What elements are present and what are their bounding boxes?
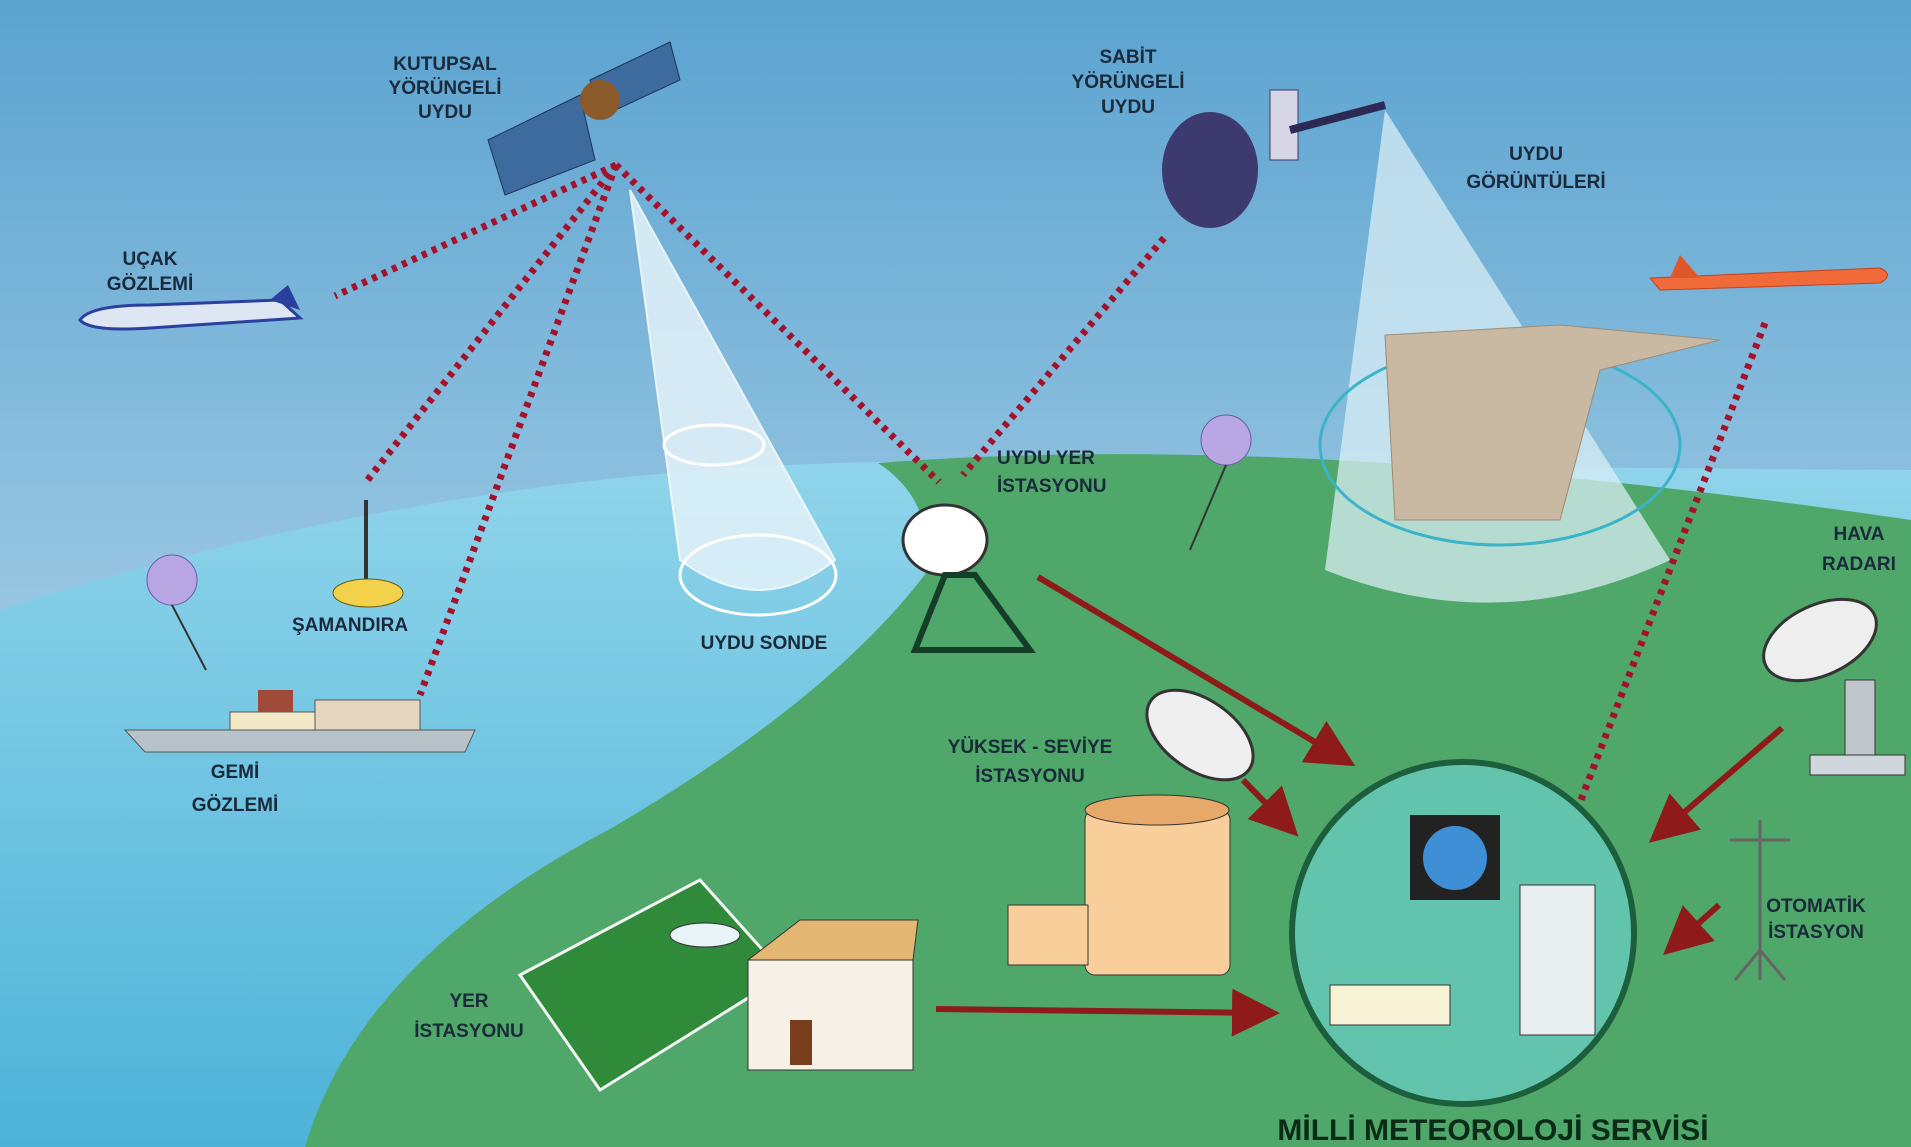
label-geo-satellite: SABİT YÖRÜNGELİ UYDU [1072, 47, 1185, 118]
balloon-icon [146, 554, 198, 606]
svg-text:İSTASYON: İSTASYON [1768, 922, 1864, 943]
svg-text:YÖRÜNGELİ: YÖRÜNGELİ [389, 78, 502, 99]
label-ground-station: YER İSTASYONU [414, 991, 523, 1042]
cloud [1384, 324, 1721, 521]
ship-icon [123, 690, 476, 753]
label-automatic-station: OTOMATİK İSTASYON [1766, 896, 1866, 943]
svg-text:İSTASYONU: İSTASYONU [997, 476, 1106, 497]
sounder-ring [678, 533, 838, 617]
svg-text:UYDU YER: UYDU YER [997, 448, 1095, 469]
sounder-ring [662, 423, 766, 467]
svg-text:GÖRÜNTÜLERİ: GÖRÜNTÜLERİ [1466, 172, 1605, 193]
label-aircraft-obs: UÇAK GÖZLEMİ [107, 249, 194, 295]
label-weather-radar: HAVA RADARI [1822, 524, 1896, 575]
polar-satellite-icon [487, 41, 681, 196]
svg-text:İSTASYONU: İSTASYONU [414, 1021, 523, 1042]
svg-text:SABİT: SABİT [1100, 47, 1157, 68]
label-satellite-sounder: UYDU SONDE [701, 633, 828, 654]
label-satellite-images: UYDU GÖRÜNTÜLERİ [1466, 144, 1605, 193]
diagram-title: MİLLİ METEOROLOJİ SERVİSİ [1277, 1114, 1708, 1147]
geo-satellite-icon [1162, 89, 1387, 228]
buoy-icon [332, 500, 404, 608]
aircraft-left-icon [78, 285, 304, 331]
svg-text:UYDU: UYDU [1101, 97, 1155, 118]
balloon-icon [1200, 414, 1252, 466]
aircraft-right-icon [1648, 255, 1888, 291]
svg-text:UYDU: UYDU [418, 102, 472, 123]
svg-text:KUTUPSAL: KUTUPSAL [393, 54, 497, 75]
svg-text:OTOMATİK: OTOMATİK [1766, 896, 1866, 917]
satellite-ground-station-icon [901, 503, 1036, 653]
data-links [333, 161, 1769, 807]
report-arrows [935, 574, 1784, 1037]
svg-text:RADARI: RADARI [1822, 554, 1896, 575]
svg-text:UYDU: UYDU [1509, 144, 1563, 165]
svg-text:GEMİ: GEMİ [211, 762, 260, 783]
automatic-station-icon [1730, 820, 1790, 981]
label-polar-satellite: KUTUPSAL YÖRÜNGELİ UYDU [389, 54, 502, 123]
label-upper-air-station: YÜKSEK - SEVİYE İSTASYONU [948, 737, 1113, 787]
svg-text:İSTASYONU: İSTASYONU [975, 766, 1084, 787]
upper-air-station-icon [1007, 688, 1255, 976]
svg-text:HAVA: HAVA [1833, 524, 1884, 545]
svg-text:GÖZLEMİ: GÖZLEMİ [107, 274, 194, 295]
ground-station-icon [517, 878, 919, 1093]
label-buoy: ŞAMANDIRA [292, 615, 408, 636]
label-ship-obs: GEMİ GÖZLEMİ [192, 762, 279, 816]
weather-radar-icon [1762, 597, 1906, 776]
sounder-beam [629, 189, 837, 591]
meteorological-service-center-icon [1289, 759, 1637, 1107]
svg-text:YER: YER [449, 991, 488, 1012]
svg-text:GÖZLEMİ: GÖZLEMİ [192, 795, 279, 816]
svg-text:YÜKSEK - SEVİYE: YÜKSEK - SEVİYE [948, 737, 1113, 758]
svg-text:YÖRÜNGELİ: YÖRÜNGELİ [1072, 72, 1185, 93]
label-satellite-ground-station: UYDU YER İSTASYONU [997, 448, 1106, 497]
svg-text:UÇAK: UÇAK [123, 249, 178, 270]
